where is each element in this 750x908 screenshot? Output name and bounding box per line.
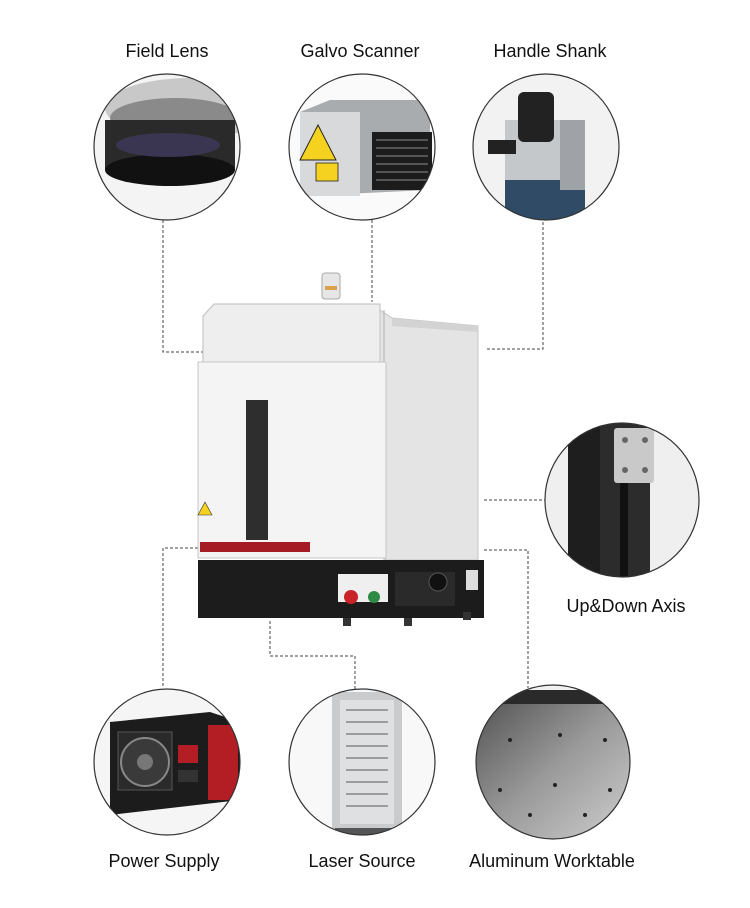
door-handle — [200, 542, 310, 552]
field-lens-photo — [93, 73, 241, 221]
label-field-lens: Field Lens — [125, 41, 209, 61]
power-button — [368, 591, 380, 603]
label-handle-shank: Handle Shank — [493, 41, 607, 61]
front-door — [197, 361, 387, 559]
power-supply-photo — [93, 688, 241, 836]
laser-marking-machine — [197, 272, 484, 626]
connector-worktable — [484, 549, 529, 688]
label-aluminum-worktable: Aluminum Worktable — [469, 851, 635, 871]
label-laser-source: Laser Source — [308, 851, 416, 871]
label-galvo-scanner: Galvo Scanner — [300, 41, 420, 61]
label-power-supply: Power Supply — [108, 851, 220, 871]
connector-handle-shank — [485, 222, 544, 350]
aluminum-worktable-photo — [475, 684, 631, 840]
connector-lines — [162, 220, 545, 690]
connector-power-supply — [162, 547, 198, 688]
label-updown-axis: Up&Down Axis — [566, 596, 686, 616]
viewing-window — [246, 400, 268, 540]
connector-laser-source — [269, 621, 356, 690]
handle-shank-photo — [472, 73, 620, 221]
emergency-stop — [344, 590, 358, 604]
connector-field-lens — [162, 220, 205, 353]
updown-axis-photo — [544, 422, 700, 578]
laser-source-photo — [288, 688, 436, 836]
galvo-scanner-photo — [288, 73, 436, 221]
